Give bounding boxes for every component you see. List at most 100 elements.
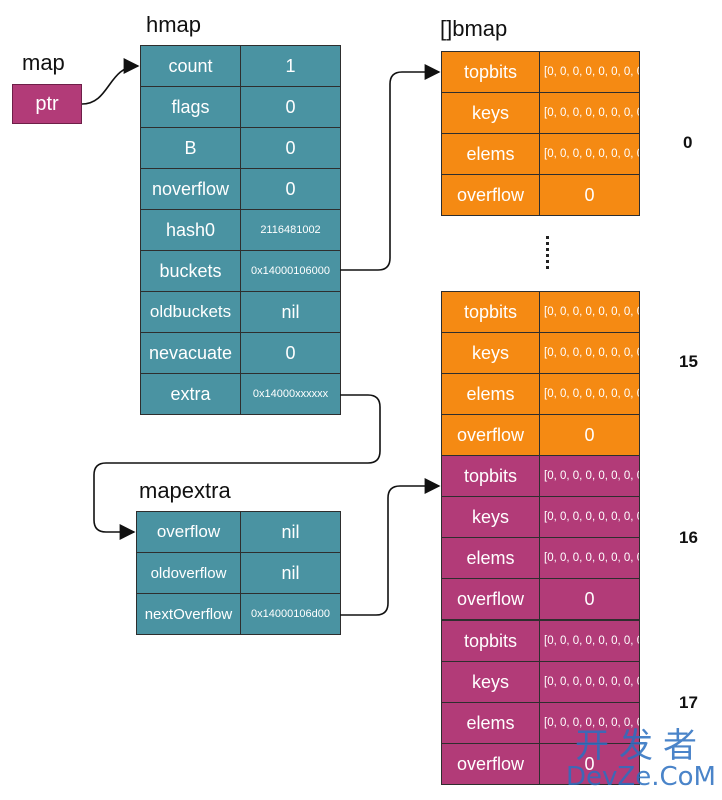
bucket-0-field-name: keys bbox=[441, 92, 540, 134]
bucket-0-field-name: overflow bbox=[441, 174, 540, 216]
bucket-15-field-value: [0, 0, 0, 0, 0, 0, 0, 0] bbox=[539, 291, 640, 333]
hmap-field-name: flags bbox=[140, 86, 241, 128]
hmap-field-name: noverflow bbox=[140, 168, 241, 210]
bucket-16-field-value: [0, 0, 0, 0, 0, 0, 0, 0] bbox=[539, 496, 640, 538]
bucket-17-field-value: [0, 0, 0, 0, 0, 0, 0, 0] bbox=[539, 702, 640, 744]
bucket-0-row: keys[0, 0, 0, 0, 0, 0, 0, 0] bbox=[441, 92, 640, 134]
bucket-15-row: keys[0, 0, 0, 0, 0, 0, 0, 0] bbox=[441, 332, 640, 374]
hmap-field-value: 0 bbox=[240, 86, 341, 128]
bucket-index-0: 0 bbox=[683, 133, 693, 152]
hmap-field-name: B bbox=[140, 127, 241, 169]
bucket-16-field-name: elems bbox=[441, 537, 540, 579]
watermark: 开发者 DevZe.CoM bbox=[566, 728, 716, 790]
mapextra-field-name: overflow bbox=[136, 511, 241, 553]
nextoverflow-to-bucket16-arrow bbox=[340, 478, 441, 616]
hmap-field-name: hash0 bbox=[140, 209, 241, 251]
hmap-field-value: 1 bbox=[240, 45, 341, 87]
map-label: map bbox=[22, 50, 65, 75]
ptr-box: ptr bbox=[12, 84, 82, 124]
mapextra-field-value: nil bbox=[240, 552, 341, 594]
hmap-field-value: 0x14000xxxxxx bbox=[240, 373, 341, 415]
bucket-index-16: 16 bbox=[679, 528, 698, 547]
bucket-17-field-name: keys bbox=[441, 661, 540, 703]
ellipsis-dots bbox=[546, 236, 550, 272]
bucket-16-row: elems[0, 0, 0, 0, 0, 0, 0, 0] bbox=[441, 537, 640, 579]
bucket-index-15: 15 bbox=[679, 352, 698, 371]
bucket-16-field-name: keys bbox=[441, 496, 540, 538]
hmap-field-value: 2116481002 bbox=[240, 209, 341, 251]
bucket-16-row: keys[0, 0, 0, 0, 0, 0, 0, 0] bbox=[441, 496, 640, 538]
hmap-title: hmap bbox=[146, 12, 202, 37]
bucket-15-field-name: keys bbox=[441, 332, 540, 374]
bucket-16-field-value: [0, 0, 0, 0, 0, 0, 0, 0] bbox=[539, 537, 640, 579]
bucket-0-field-value: [0, 0, 0, 0, 0, 0, 0, 0] bbox=[539, 92, 640, 134]
hmap-field-value: nil bbox=[240, 291, 341, 333]
hmap-field-name: extra bbox=[140, 373, 241, 415]
bucket-16: topbits[0, 0, 0, 0, 0, 0, 0, 0]keys[0, 0… bbox=[441, 455, 640, 620]
hmap-field-value: 0 bbox=[240, 168, 341, 210]
bucket-16-field-name: overflow bbox=[441, 578, 540, 620]
ptr-label: ptr bbox=[35, 92, 59, 115]
bucket-0: topbits[0, 0, 0, 0, 0, 0, 0, 0]keys[0, 0… bbox=[441, 51, 640, 216]
bmap-title: []bmap bbox=[440, 16, 508, 41]
bucket-15-field-name: topbits bbox=[441, 291, 540, 333]
bucket-17-field-value: 0 bbox=[539, 743, 640, 785]
mapextra-field-name: oldoverflow bbox=[136, 552, 241, 594]
bucket-index-17: 17 bbox=[679, 693, 698, 712]
bucket-0-field-value: [0, 0, 0, 0, 0, 0, 0, 0] bbox=[539, 133, 640, 175]
bucket-0-field-name: elems bbox=[441, 133, 540, 175]
bucket-15-field-name: overflow bbox=[441, 414, 540, 456]
bucket-16-row: topbits[0, 0, 0, 0, 0, 0, 0, 0] bbox=[441, 455, 640, 497]
hmap-field-value: 0 bbox=[240, 332, 341, 374]
bucket-15: topbits[0, 0, 0, 0, 0, 0, 0, 0]keys[0, 0… bbox=[441, 291, 640, 456]
watermark-line1: 开发者 bbox=[575, 726, 707, 766]
bucket-15-field-value: 0 bbox=[539, 414, 640, 456]
buckets-to-bmap-arrow bbox=[340, 64, 441, 271]
bucket-17-field-value: [0, 0, 0, 0, 0, 0, 0, 0] bbox=[539, 661, 640, 703]
mapextra-field-value: nil bbox=[240, 511, 341, 553]
bucket-17-field-name: overflow bbox=[441, 743, 540, 785]
bucket-15-field-value: [0, 0, 0, 0, 0, 0, 0, 0] bbox=[539, 332, 640, 374]
bucket-15-row: topbits[0, 0, 0, 0, 0, 0, 0, 0] bbox=[441, 291, 640, 333]
watermark-line2: DevZe.CoM bbox=[566, 762, 716, 792]
bucket-15-row: elems[0, 0, 0, 0, 0, 0, 0, 0] bbox=[441, 373, 640, 415]
mapextra-title: mapextra bbox=[139, 478, 231, 503]
bucket-16-field-value: [0, 0, 0, 0, 0, 0, 0, 0] bbox=[539, 455, 640, 497]
hmap-field-name: buckets bbox=[140, 250, 241, 292]
hmap-field-value: 0x14000106000 bbox=[240, 250, 341, 292]
bucket-17-row: keys[0, 0, 0, 0, 0, 0, 0, 0] bbox=[441, 661, 640, 703]
hmap-field-name: oldbuckets bbox=[140, 291, 241, 333]
bucket-17-row: topbits[0, 0, 0, 0, 0, 0, 0, 0] bbox=[441, 620, 640, 662]
bucket-0-field-value: 0 bbox=[539, 174, 640, 216]
mapextra-field-value: 0x14000106d00 bbox=[240, 593, 341, 635]
bucket-0-row: elems[0, 0, 0, 0, 0, 0, 0, 0] bbox=[441, 133, 640, 175]
ptr-to-hmap-arrow bbox=[81, 58, 140, 105]
extra-to-mapextra-arrow bbox=[93, 394, 381, 540]
bucket-16-field-value: 0 bbox=[539, 578, 640, 620]
bucket-0-field-value: [0, 0, 0, 0, 0, 0, 0, 0] bbox=[539, 51, 640, 93]
bucket-17: topbits[0, 0, 0, 0, 0, 0, 0, 0]keys[0, 0… bbox=[441, 620, 640, 785]
bucket-0-field-name: topbits bbox=[441, 51, 540, 93]
bucket-15-field-value: [0, 0, 0, 0, 0, 0, 0, 0] bbox=[539, 373, 640, 415]
bucket-0-row: topbits[0, 0, 0, 0, 0, 0, 0, 0] bbox=[441, 51, 640, 93]
mapextra-field-name: nextOverflow bbox=[136, 593, 241, 635]
